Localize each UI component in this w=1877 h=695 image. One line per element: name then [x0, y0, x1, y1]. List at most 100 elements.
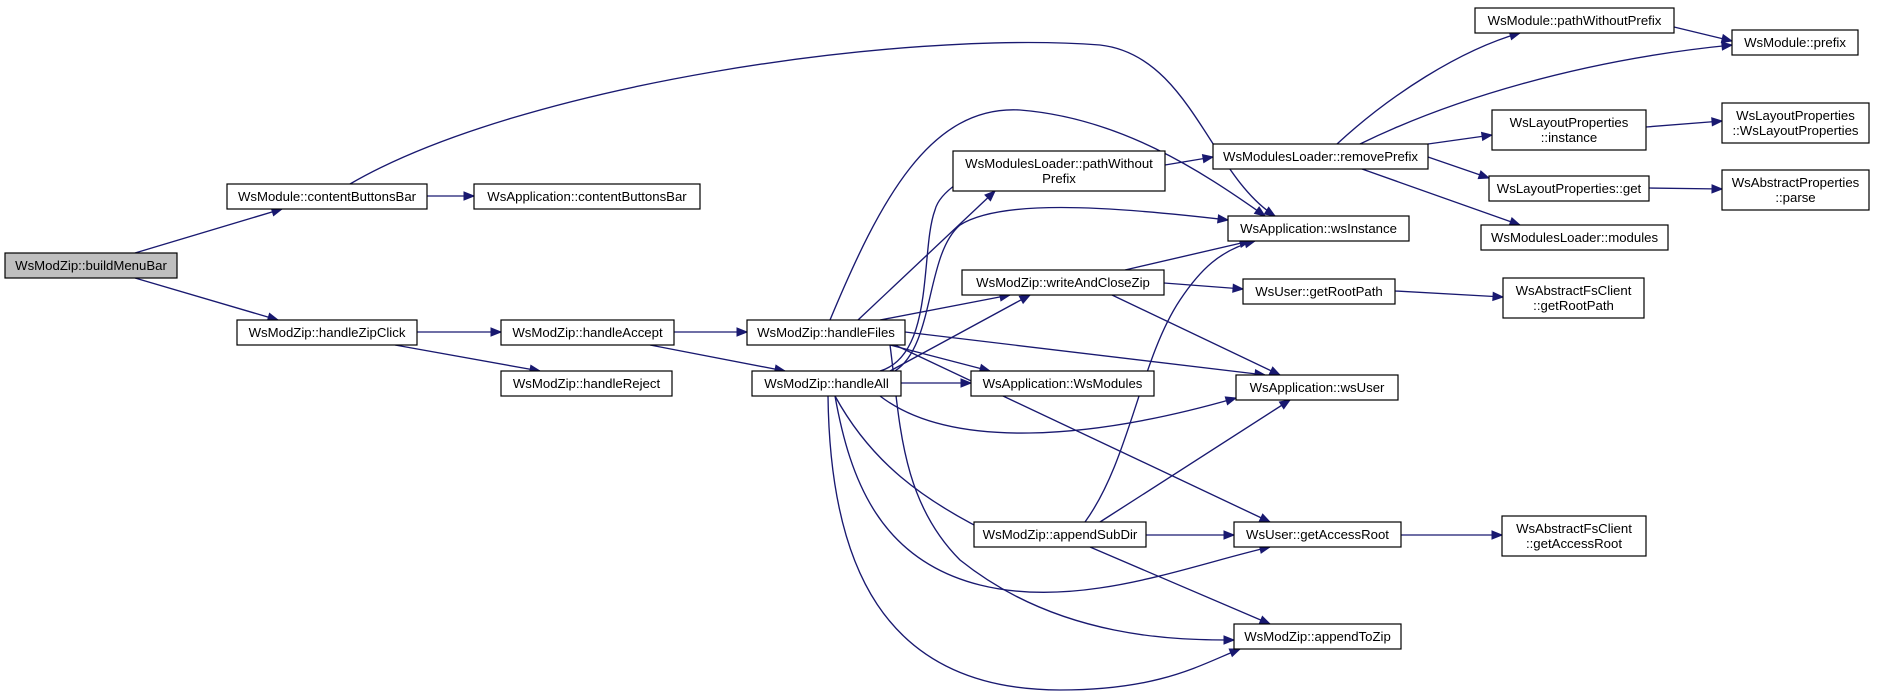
node-buildMenuBar[interactable]: WsModZip::buildMenuBar — [4, 252, 178, 279]
node-removePrefix[interactable]: WsModulesLoader::removePrefix — [1212, 143, 1429, 170]
node-box — [236, 319, 418, 346]
edge-arrowhead — [1263, 206, 1277, 217]
edge-layoutGet-to-abstractParse — [1648, 184, 1724, 194]
node-box — [1474, 7, 1675, 34]
edge-arrowhead — [1477, 170, 1491, 180]
node-layoutCtor[interactable]: WsLayoutProperties::WsLayoutProperties — [1721, 102, 1870, 144]
node-label: WsModZip::buildMenuBar — [15, 258, 167, 273]
edge-line — [889, 344, 991, 372]
edge-layoutInstance-to-layoutCtor — [1645, 117, 1724, 128]
edge-handleAll-to-wsModules — [901, 378, 973, 388]
edge-line — [1124, 240, 1251, 271]
node-wsUser[interactable]: WsApplication::wsUser — [1235, 374, 1399, 401]
edge-line — [1645, 120, 1723, 128]
edge-arrowhead — [1711, 117, 1724, 127]
node-pathWithoutPrefixModule[interactable]: WsModule::pathWithoutPrefix — [1474, 7, 1675, 34]
node-writeAndCloseZip[interactable]: WsModZip::writeAndCloseZip — [961, 269, 1165, 296]
node-label: WsModZip::appendSubDir — [983, 527, 1138, 542]
node-contentButtonsBarMod[interactable]: WsModule::contentButtonsBar — [226, 183, 428, 210]
edge-handleZipClick-to-handleReject — [394, 344, 542, 374]
edge-line — [827, 395, 1241, 691]
edge-line — [349, 41, 1276, 217]
node-getAccessRootUser[interactable]: WsUser::getAccessRoot — [1233, 521, 1402, 548]
node-label: WsUser::getRootPath — [1255, 284, 1383, 299]
node-label: ::WsLayoutProperties — [1732, 123, 1858, 138]
node-layoutInstance[interactable]: WsLayoutProperties::instance — [1491, 109, 1647, 151]
node-box — [500, 319, 675, 346]
node-box — [751, 370, 902, 397]
node-label: WsLayoutProperties — [1510, 115, 1629, 130]
edge-line — [1099, 399, 1291, 523]
node-box — [1502, 277, 1645, 319]
edge-line — [1359, 44, 1733, 145]
edge-removePrefix-to-layoutGet — [1427, 156, 1491, 180]
node-getAccessRootClient[interactable]: WsAbstractFsClient::getAccessRoot — [1501, 515, 1647, 557]
node-label: WsAbstractFsClient — [1516, 283, 1632, 298]
node-handleFiles[interactable]: WsModZip::handleFiles — [746, 319, 906, 346]
edge-arrowhead — [1711, 184, 1724, 194]
node-appendToZip[interactable]: WsModZip::appendToZip — [1233, 623, 1402, 650]
node-box — [500, 370, 673, 397]
edge-line — [1084, 240, 1256, 523]
edge-arrowhead — [1018, 294, 1032, 305]
node-appendSubDir[interactable]: WsModZip::appendSubDir — [973, 521, 1147, 548]
edge-arrowhead — [1508, 217, 1522, 226]
node-contentButtonsBarApp[interactable]: WsApplication::contentButtonsBar — [473, 183, 701, 210]
node-box — [746, 319, 906, 346]
edge-contentButtonsBarMod-to-contentButtonsBarApp — [427, 191, 476, 201]
node-box — [1721, 169, 1870, 211]
node-label: WsModZip::handleZipClick — [249, 325, 406, 340]
node-label: WsModZip::handleFiles — [757, 325, 895, 340]
node-handleAccept[interactable]: WsModZip::handleAccept — [500, 319, 675, 346]
node-label: WsModZip::handleReject — [513, 376, 661, 391]
edge-line — [834, 395, 1001, 539]
edge-line — [894, 206, 1229, 372]
edge-getRootPathUser-to-getRootPathClient — [1394, 290, 1505, 302]
edge-removePrefix-to-modulePrefix — [1359, 41, 1734, 145]
node-label: WsApplication::wsInstance — [1240, 221, 1397, 236]
node-label: WsModule::pathWithoutPrefix — [1488, 13, 1662, 28]
node-label: WsApplication::wsUser — [1250, 380, 1385, 395]
edge-line — [1163, 282, 1244, 290]
node-label: WsAbstractProperties — [1732, 175, 1860, 190]
edge-line — [879, 395, 1237, 434]
edge-line — [134, 208, 283, 254]
edge-handleAccept-to-handleFiles — [674, 327, 749, 337]
node-modulesLoaderModules[interactable]: WsModulesLoader::modules — [1480, 224, 1669, 251]
edge-arrowhead — [1232, 283, 1245, 293]
node-box — [4, 252, 178, 279]
node-getRootPathUser[interactable]: WsUser::getRootPath — [1242, 278, 1396, 305]
node-label: WsLayoutProperties::get — [1497, 181, 1642, 196]
node-box — [952, 150, 1166, 192]
edge-line — [1111, 294, 1281, 376]
edge-arrowhead — [1223, 530, 1236, 540]
node-pathWithoutPrefixLoader[interactable]: WsModulesLoader::pathWithoutPrefix — [952, 150, 1166, 192]
edge-writeAndCloseZip-to-getRootPathUser — [1163, 282, 1245, 293]
node-label: WsModZip::writeAndCloseZip — [976, 275, 1150, 290]
edge-pathWithoutPrefixLoader-to-removePrefix — [1164, 154, 1215, 166]
edge-line — [889, 344, 1235, 641]
node-abstractParse[interactable]: WsAbstractProperties::parse — [1721, 169, 1870, 211]
node-handleZipClick[interactable]: WsModZip::handleZipClick — [236, 319, 418, 346]
edge-arrowhead — [1224, 396, 1238, 406]
edge-arrowhead — [1217, 214, 1230, 224]
edge-line — [1427, 134, 1493, 145]
edge-line — [889, 294, 1031, 372]
node-handleReject[interactable]: WsModZip::handleReject — [500, 370, 673, 397]
edge-appendSubDir-to-getAccessRootUser — [1146, 530, 1236, 540]
node-wsInstance[interactable]: WsApplication::wsInstance — [1227, 215, 1410, 242]
node-box — [1233, 623, 1402, 650]
edge-getAccessRootUser-to-getAccessRootClient — [1401, 530, 1504, 540]
node-box — [1242, 278, 1396, 305]
edge-handleAll-to-wsInstance — [894, 206, 1230, 372]
edge-handleAll-to-wsUser — [879, 395, 1238, 434]
node-handleAll[interactable]: WsModZip::handleAll — [751, 370, 902, 397]
node-getRootPathClient[interactable]: WsAbstractFsClient::getRootPath — [1502, 277, 1645, 319]
node-box — [473, 183, 701, 210]
edge-line — [1089, 546, 1271, 625]
node-label: WsApplication::contentButtonsBar — [487, 189, 687, 204]
node-wsModules[interactable]: WsApplication::WsModules — [970, 370, 1155, 397]
edge-buildMenuBar-to-contentButtonsBarMod — [134, 207, 284, 254]
node-layoutGet[interactable]: WsLayoutProperties::get — [1488, 175, 1650, 202]
node-modulePrefix[interactable]: WsModule::prefix — [1731, 29, 1859, 56]
